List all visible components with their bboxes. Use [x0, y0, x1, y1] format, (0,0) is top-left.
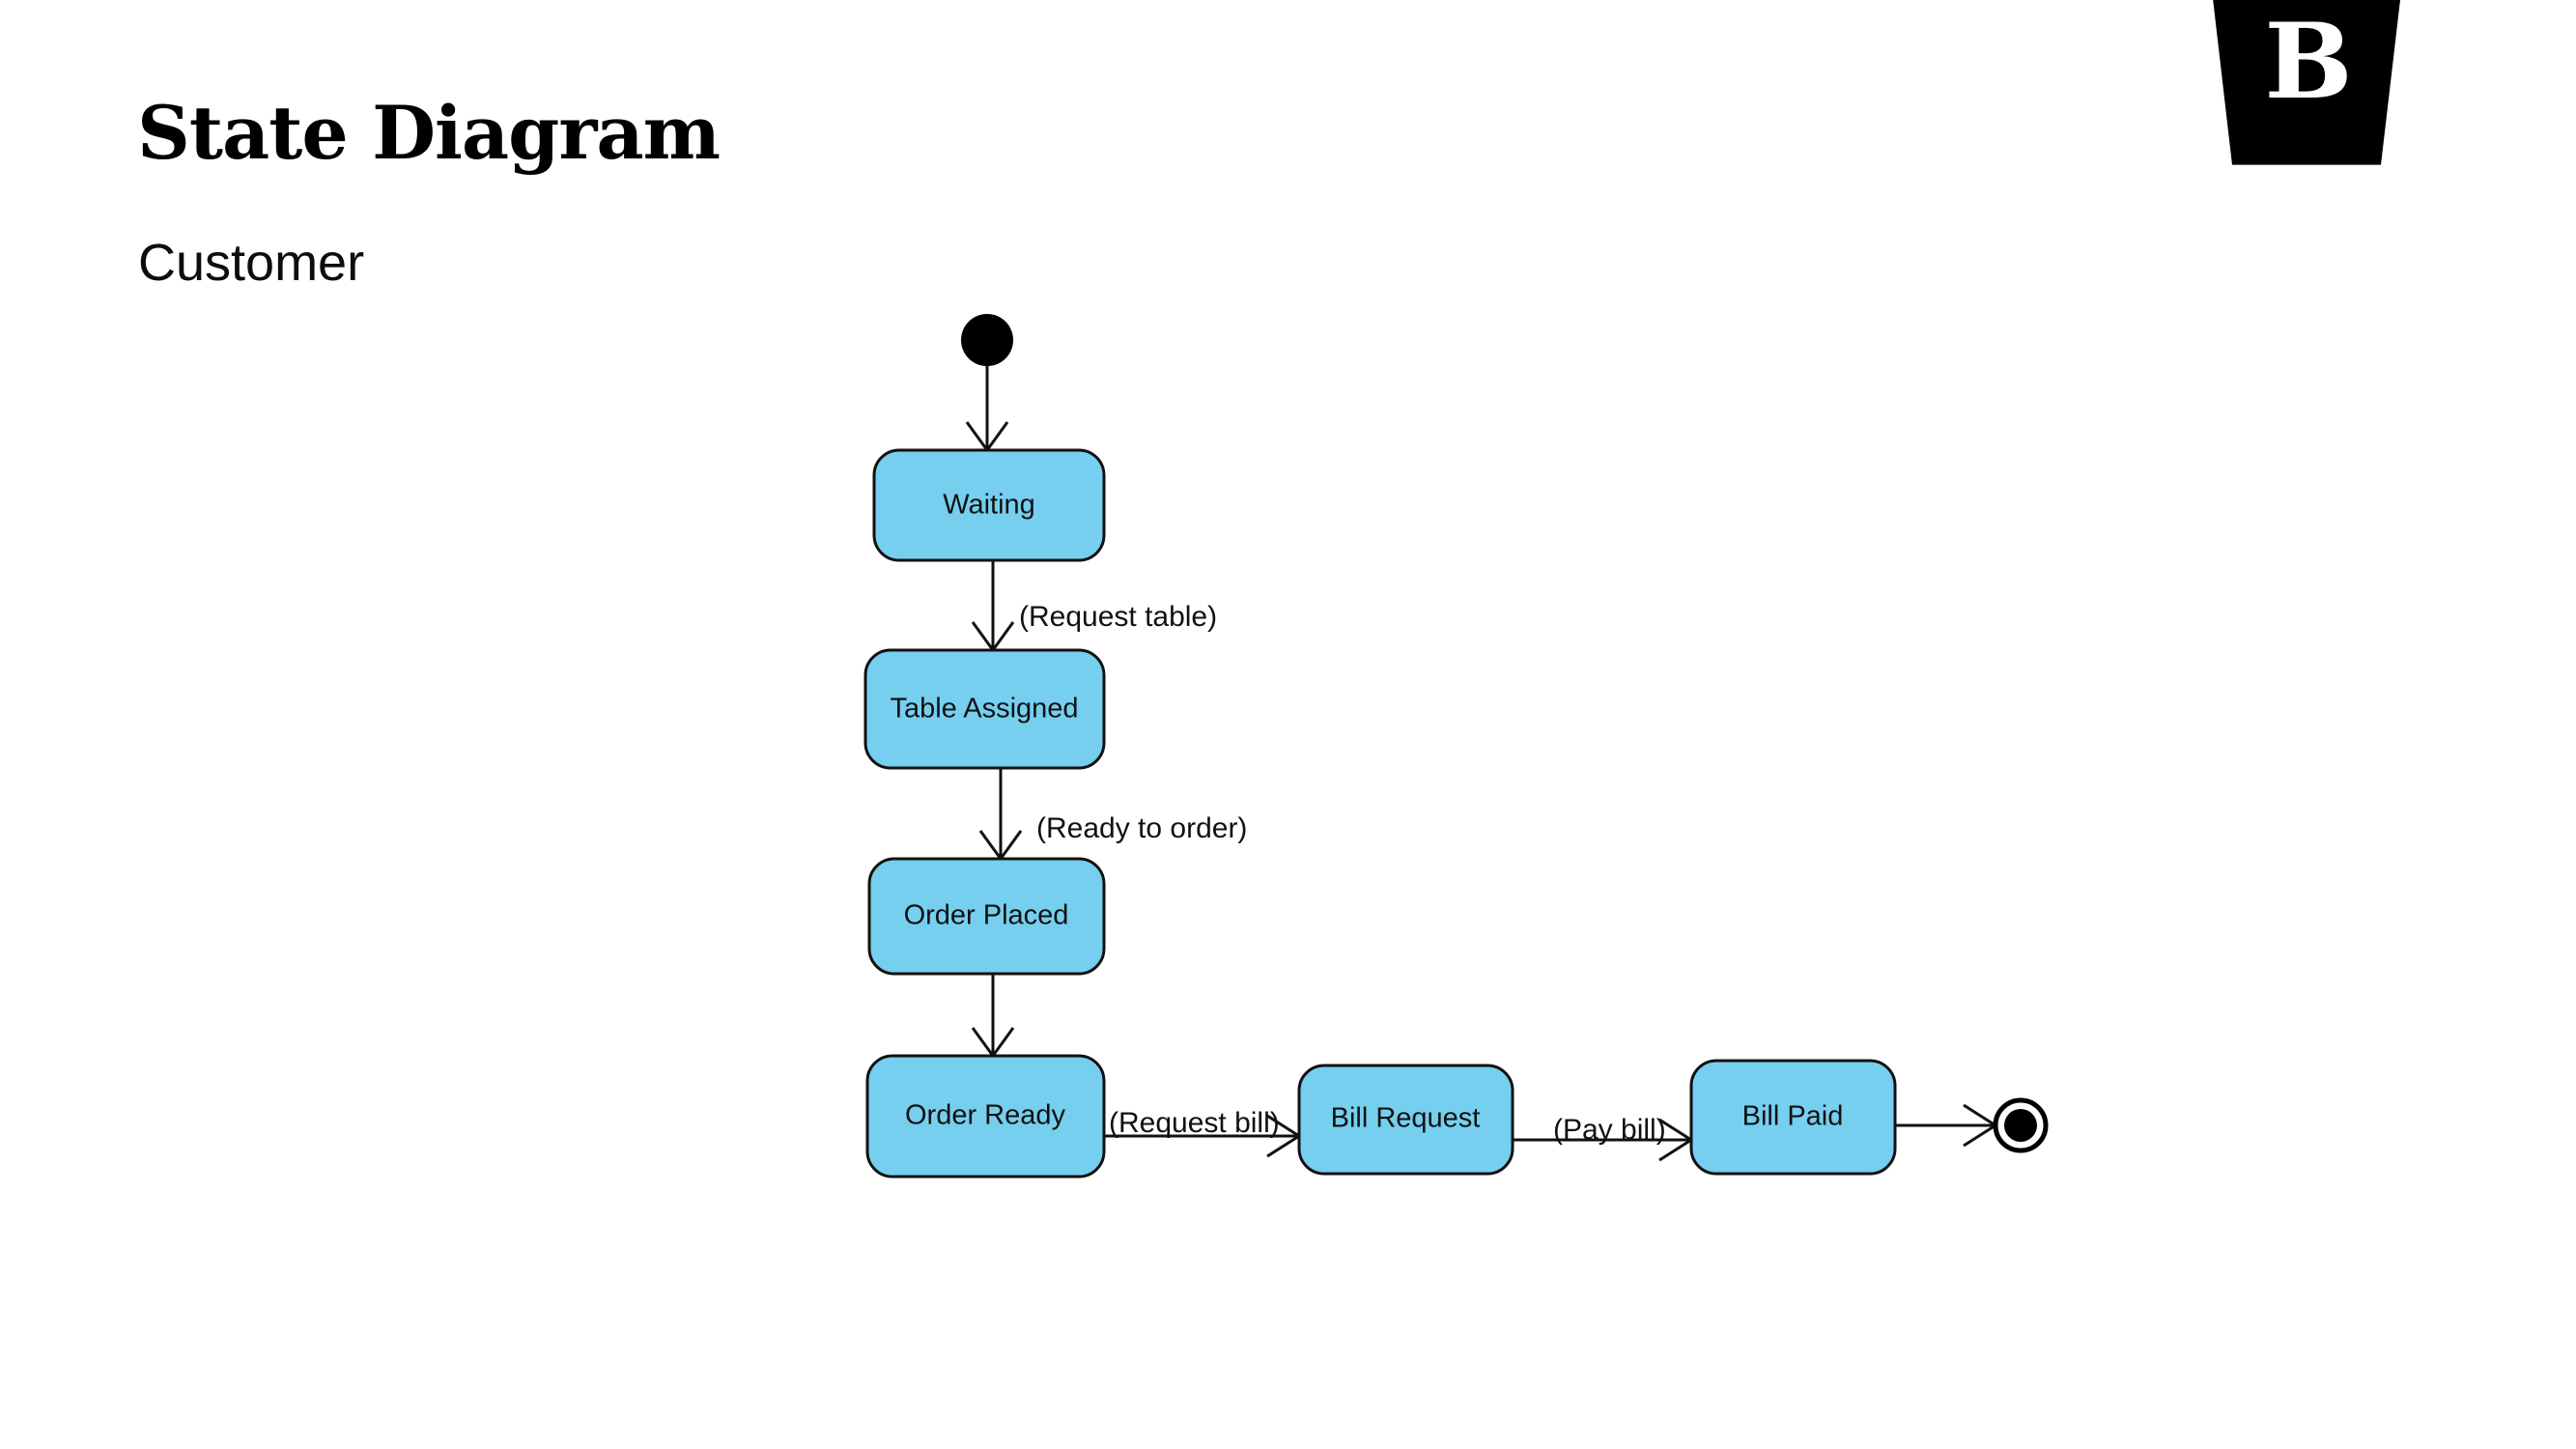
transition-label-pay-bill: (Pay bill): [1553, 1114, 1666, 1146]
transition-waiting-to-table-assigned: [971, 560, 1015, 653]
state-label-bill-request: Bill Request: [1331, 1103, 1481, 1134]
transition-order-placed-to-order-ready: [971, 974, 1015, 1059]
final-state-node: [1993, 1097, 2049, 1153]
state-label-table-assigned: Table Assigned: [890, 694, 1078, 724]
brand-logo-letter: B: [2264, 1, 2353, 123]
state-label-order-ready: Order Ready: [905, 1100, 1066, 1131]
state-label-bill-paid: Bill Paid: [1742, 1101, 1844, 1132]
state-node-table-assigned[interactable]: Table Assigned: [863, 648, 1106, 770]
state-node-waiting[interactable]: Waiting: [872, 448, 1106, 562]
transition-label-ready-to-order: (Ready to order): [1036, 812, 1247, 844]
page-subtitle: Customer: [138, 234, 365, 292]
page-title: State Diagram: [137, 90, 721, 176]
transition-table-assigned-to-order-placed: [978, 768, 1023, 862]
state-node-order-ready[interactable]: Order Ready: [865, 1054, 1106, 1179]
state-label-waiting: Waiting: [943, 490, 1035, 521]
transition-label-request-table: (Request table): [1019, 601, 1217, 633]
initial-state-node: [961, 314, 1013, 366]
brand-logo: B: [2212, 0, 2405, 166]
transition-bill-paid-to-final: [1895, 1103, 1998, 1148]
state-label-order-placed: Order Placed: [904, 900, 1069, 931]
state-node-order-placed[interactable]: Order Placed: [867, 857, 1106, 976]
transition-initial-to-waiting: [965, 366, 1009, 453]
state-node-bill-request[interactable]: Bill Request: [1297, 1064, 1514, 1176]
brand-logo-trapezoid: [2213, 0, 2400, 165]
transition-label-request-bill: (Request bill): [1109, 1107, 1280, 1139]
state-node-bill-paid[interactable]: Bill Paid: [1689, 1059, 1897, 1176]
